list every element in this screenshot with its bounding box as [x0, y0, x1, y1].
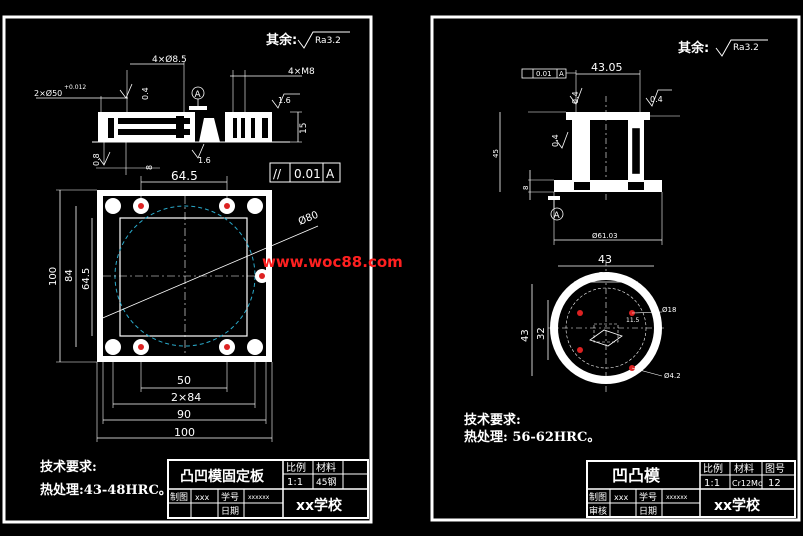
right-dim-r04c: 0.4 — [551, 134, 560, 147]
right-check-label: 审核 — [589, 505, 607, 517]
right-drawn-label: 制图 — [589, 491, 607, 503]
right-material-label: 材料 — [734, 462, 754, 475]
right-dim-115: 11.5 — [626, 317, 640, 324]
right-datum-a: A — [554, 211, 561, 221]
left-dim-100: 100 — [174, 426, 195, 439]
right-surface-note: 其余: — [678, 40, 709, 56]
left-scale-label: 比例 — [286, 461, 306, 474]
left-dim-2x84: 2×84 — [171, 391, 201, 404]
right-tol-value: 0.01 — [536, 70, 552, 78]
right-tol-datum: A — [559, 70, 564, 78]
right-sheet-border — [430, 15, 801, 522]
right-dim-8: 8 — [522, 186, 530, 190]
left-surface-note: 其余: — [266, 32, 297, 48]
right-tech-line: 热处理: 56-62HRC。 — [464, 429, 600, 445]
right-drawing-no-label: 图号 — [765, 463, 785, 475]
left-section-view: A — [36, 62, 302, 175]
left-dim-8: 8 — [145, 165, 154, 170]
left-dim-84: 84 — [64, 269, 75, 282]
right-roughness-symbol — [715, 39, 768, 57]
right-part-name: 凹凸模 — [612, 466, 661, 485]
left-dim-50: 50 — [177, 374, 191, 387]
left-dim-100v: 100 — [48, 267, 59, 286]
left-roughness-value: Ra3.2 — [315, 36, 341, 46]
left-dim-r16a: 1.6 — [278, 96, 291, 105]
right-school: xx学校 — [714, 497, 761, 514]
right-tech-title: 技术要求: — [464, 412, 521, 428]
right-roughness-value: Ra3.2 — [733, 43, 759, 53]
left-dim-r08: 0.8 — [92, 153, 101, 166]
left-dim-thread: 4×M8 — [288, 67, 315, 77]
right-id-value: xxxxxx — [666, 494, 688, 501]
left-dim-r16b: 1.6 — [198, 156, 211, 165]
right-title-block: 凹凸模 比例 材料 图号 1:1 Cr12Mo 12 制图 xxx 学号 xxx… — [586, 460, 796, 518]
left-id-value: xxxxxx — [248, 494, 270, 501]
right-dim-r04b: 0.4 — [650, 95, 663, 104]
watermark: www.woc88.com — [262, 253, 403, 271]
right-dim-6103: Ø61.03 — [592, 232, 618, 240]
right-drawing-no: 12 — [768, 478, 781, 489]
right-id-label: 学号 — [639, 491, 657, 503]
left-dim-bore: 2×Ø50 — [34, 88, 62, 98]
left-datum-a: A — [195, 90, 202, 100]
left-school: xx学校 — [296, 497, 343, 514]
left-dim-645: 64.5 — [171, 169, 198, 183]
left-material-label: 材料 — [316, 461, 336, 474]
left-roughness-symbol — [297, 31, 350, 49]
left-dim-bore-tol: +0.012 — [64, 84, 86, 91]
right-dim-43: 43 — [598, 253, 612, 266]
left-date-label: 日期 — [221, 506, 239, 517]
right-material: Cr12Mo — [732, 479, 763, 488]
right-section-view: 43.05 — [499, 61, 680, 245]
right-date-label: 日期 — [639, 506, 657, 517]
left-dim-15: 15 — [299, 123, 309, 134]
left-dim-645v: 64.5 — [81, 268, 92, 290]
right-scale: 1:1 — [704, 478, 720, 489]
right-datum-a-marker — [550, 207, 564, 221]
right-sheet: 其余: Ra3.2 0.01 A 43.05 — [430, 15, 801, 522]
left-part-name: 凸凹模固定板 — [180, 468, 265, 485]
right-dim-18: Ø18 — [662, 306, 676, 314]
left-tech-line: 热处理:43-48HRC。 — [40, 482, 172, 498]
left-plan-view — [56, 176, 319, 442]
right-dim-42: Ø4.2 — [664, 372, 681, 380]
left-scale: 1:1 — [287, 477, 303, 488]
left-tol-datum: A — [326, 167, 335, 181]
left-dim-80: Ø80 — [296, 209, 320, 228]
right-plan-view — [531, 260, 664, 392]
right-tolerance-frame: 0.01 A — [521, 68, 576, 79]
left-tol-symbol: // — [273, 167, 282, 181]
right-dim-32v: 32 — [536, 327, 547, 340]
left-title-block: 凸凹模固定板 比例 材料 1:1 45钢 制图 xxx 学号 xxxxxx 日期… — [167, 459, 369, 519]
left-plate-section — [98, 112, 272, 142]
left-sheet: 其余: Ra3.2 — [2, 15, 373, 524]
left-tech-title: 技术要求: — [40, 459, 97, 475]
left-tol-value: 0.01 — [294, 167, 321, 181]
left-id-label: 学号 — [221, 491, 239, 503]
left-drawn-by: xxx — [195, 493, 209, 502]
right-scale-label: 比例 — [703, 462, 723, 475]
left-dim-r04: 0.4 — [141, 87, 150, 100]
right-dim-4305: 43.05 — [591, 61, 623, 74]
right-dim-43v: 43 — [520, 329, 531, 342]
left-sheet-border — [2, 15, 373, 524]
left-material: 45钢 — [316, 476, 336, 488]
right-dim-45: 45 — [492, 149, 500, 158]
left-tolerance-frame: // 0.01 A — [269, 162, 341, 183]
right-drawn-by: xxx — [614, 493, 628, 502]
left-dim-hole-4: 4×Ø8.5 — [152, 54, 187, 65]
left-dim-90: 90 — [177, 408, 191, 421]
right-dim-r04a: 0.4 — [571, 91, 580, 104]
right-dim-32: 32 — [598, 270, 612, 283]
left-plate-pocket — [119, 217, 248, 337]
left-drawn-label: 制图 — [170, 491, 188, 503]
